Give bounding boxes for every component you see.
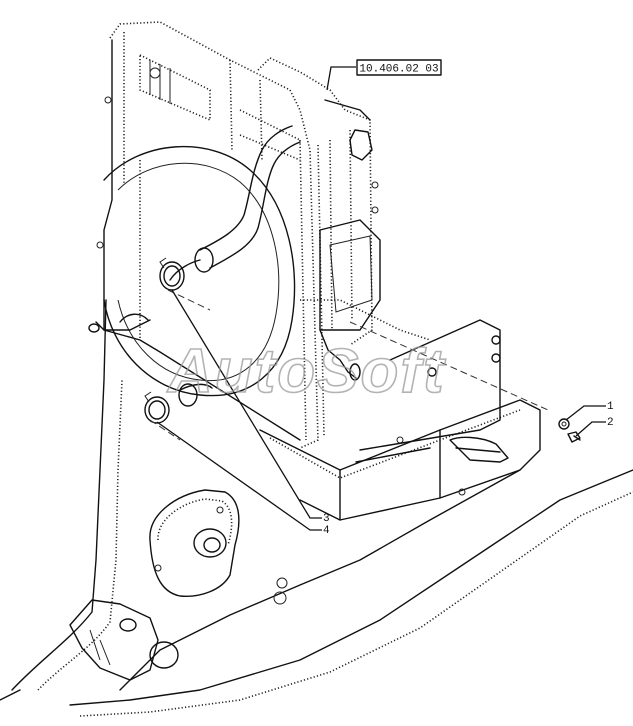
radiator-assembly [88,21,325,449]
exploded-view-centerlines [149,289,549,441]
reference-tag-box [356,59,442,76]
lower-cross-member [259,299,541,521]
callout-4: 4 [323,525,330,537]
leader-lines [156,66,606,531]
front-bracket [69,599,179,681]
reference-tag: 10.406.02 03 [356,59,442,76]
callout-1: 1 [607,401,614,413]
chassis-frame [0,299,633,717]
callout-numbers: 1 2 3 4 [323,401,614,537]
reference-label: 10.406.02 03 [359,64,438,76]
mounting-plate [149,489,288,605]
fasteners [558,418,581,443]
watermark-text: AutoSoft [166,337,446,406]
callout-2: 2 [607,417,614,429]
callout-3: 3 [323,513,330,525]
rear-cooler-pack [239,57,381,381]
